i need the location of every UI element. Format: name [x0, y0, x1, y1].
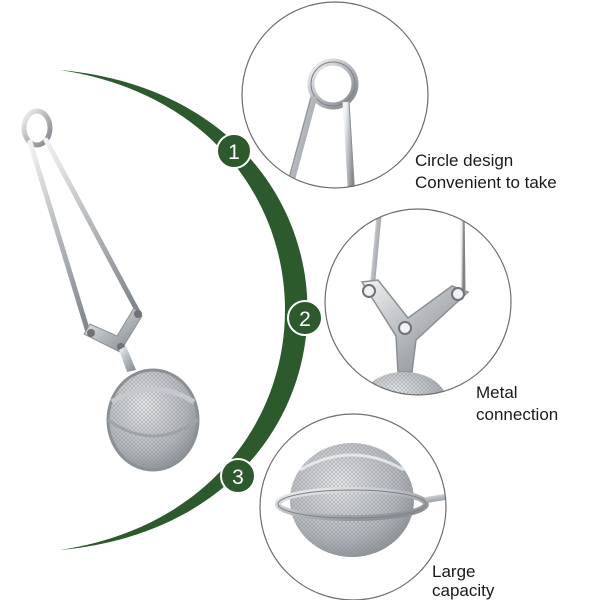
badge-1-number: 1 [228, 141, 240, 164]
badge-3: 3 [220, 458, 256, 494]
detail-circle-ball [259, 413, 447, 600]
feature-1-line-2: Convenient to take [415, 173, 557, 192]
feature-1-caption: Circle design Convenient to take [415, 150, 557, 194]
feature-1-line-1: Circle design [415, 151, 514, 170]
feature-2-line-2: connection [476, 405, 559, 424]
feature-3-line-1: Large [432, 562, 476, 581]
feature-2-line-1: Metal [476, 383, 518, 402]
detail-circle-ring [241, 1, 429, 189]
infuser-image [21, 108, 200, 472]
detail-circle-connection [324, 208, 512, 396]
badge-2: 2 [287, 300, 323, 336]
feature-3-caption: Large capacity [432, 562, 494, 600]
badge-1: 1 [216, 133, 252, 169]
feature-3-line-2: capacity [432, 581, 495, 600]
feature-2-caption: Metal connection [476, 382, 558, 426]
badge-3-number: 3 [232, 466, 244, 489]
badge-2-number: 2 [299, 308, 311, 331]
